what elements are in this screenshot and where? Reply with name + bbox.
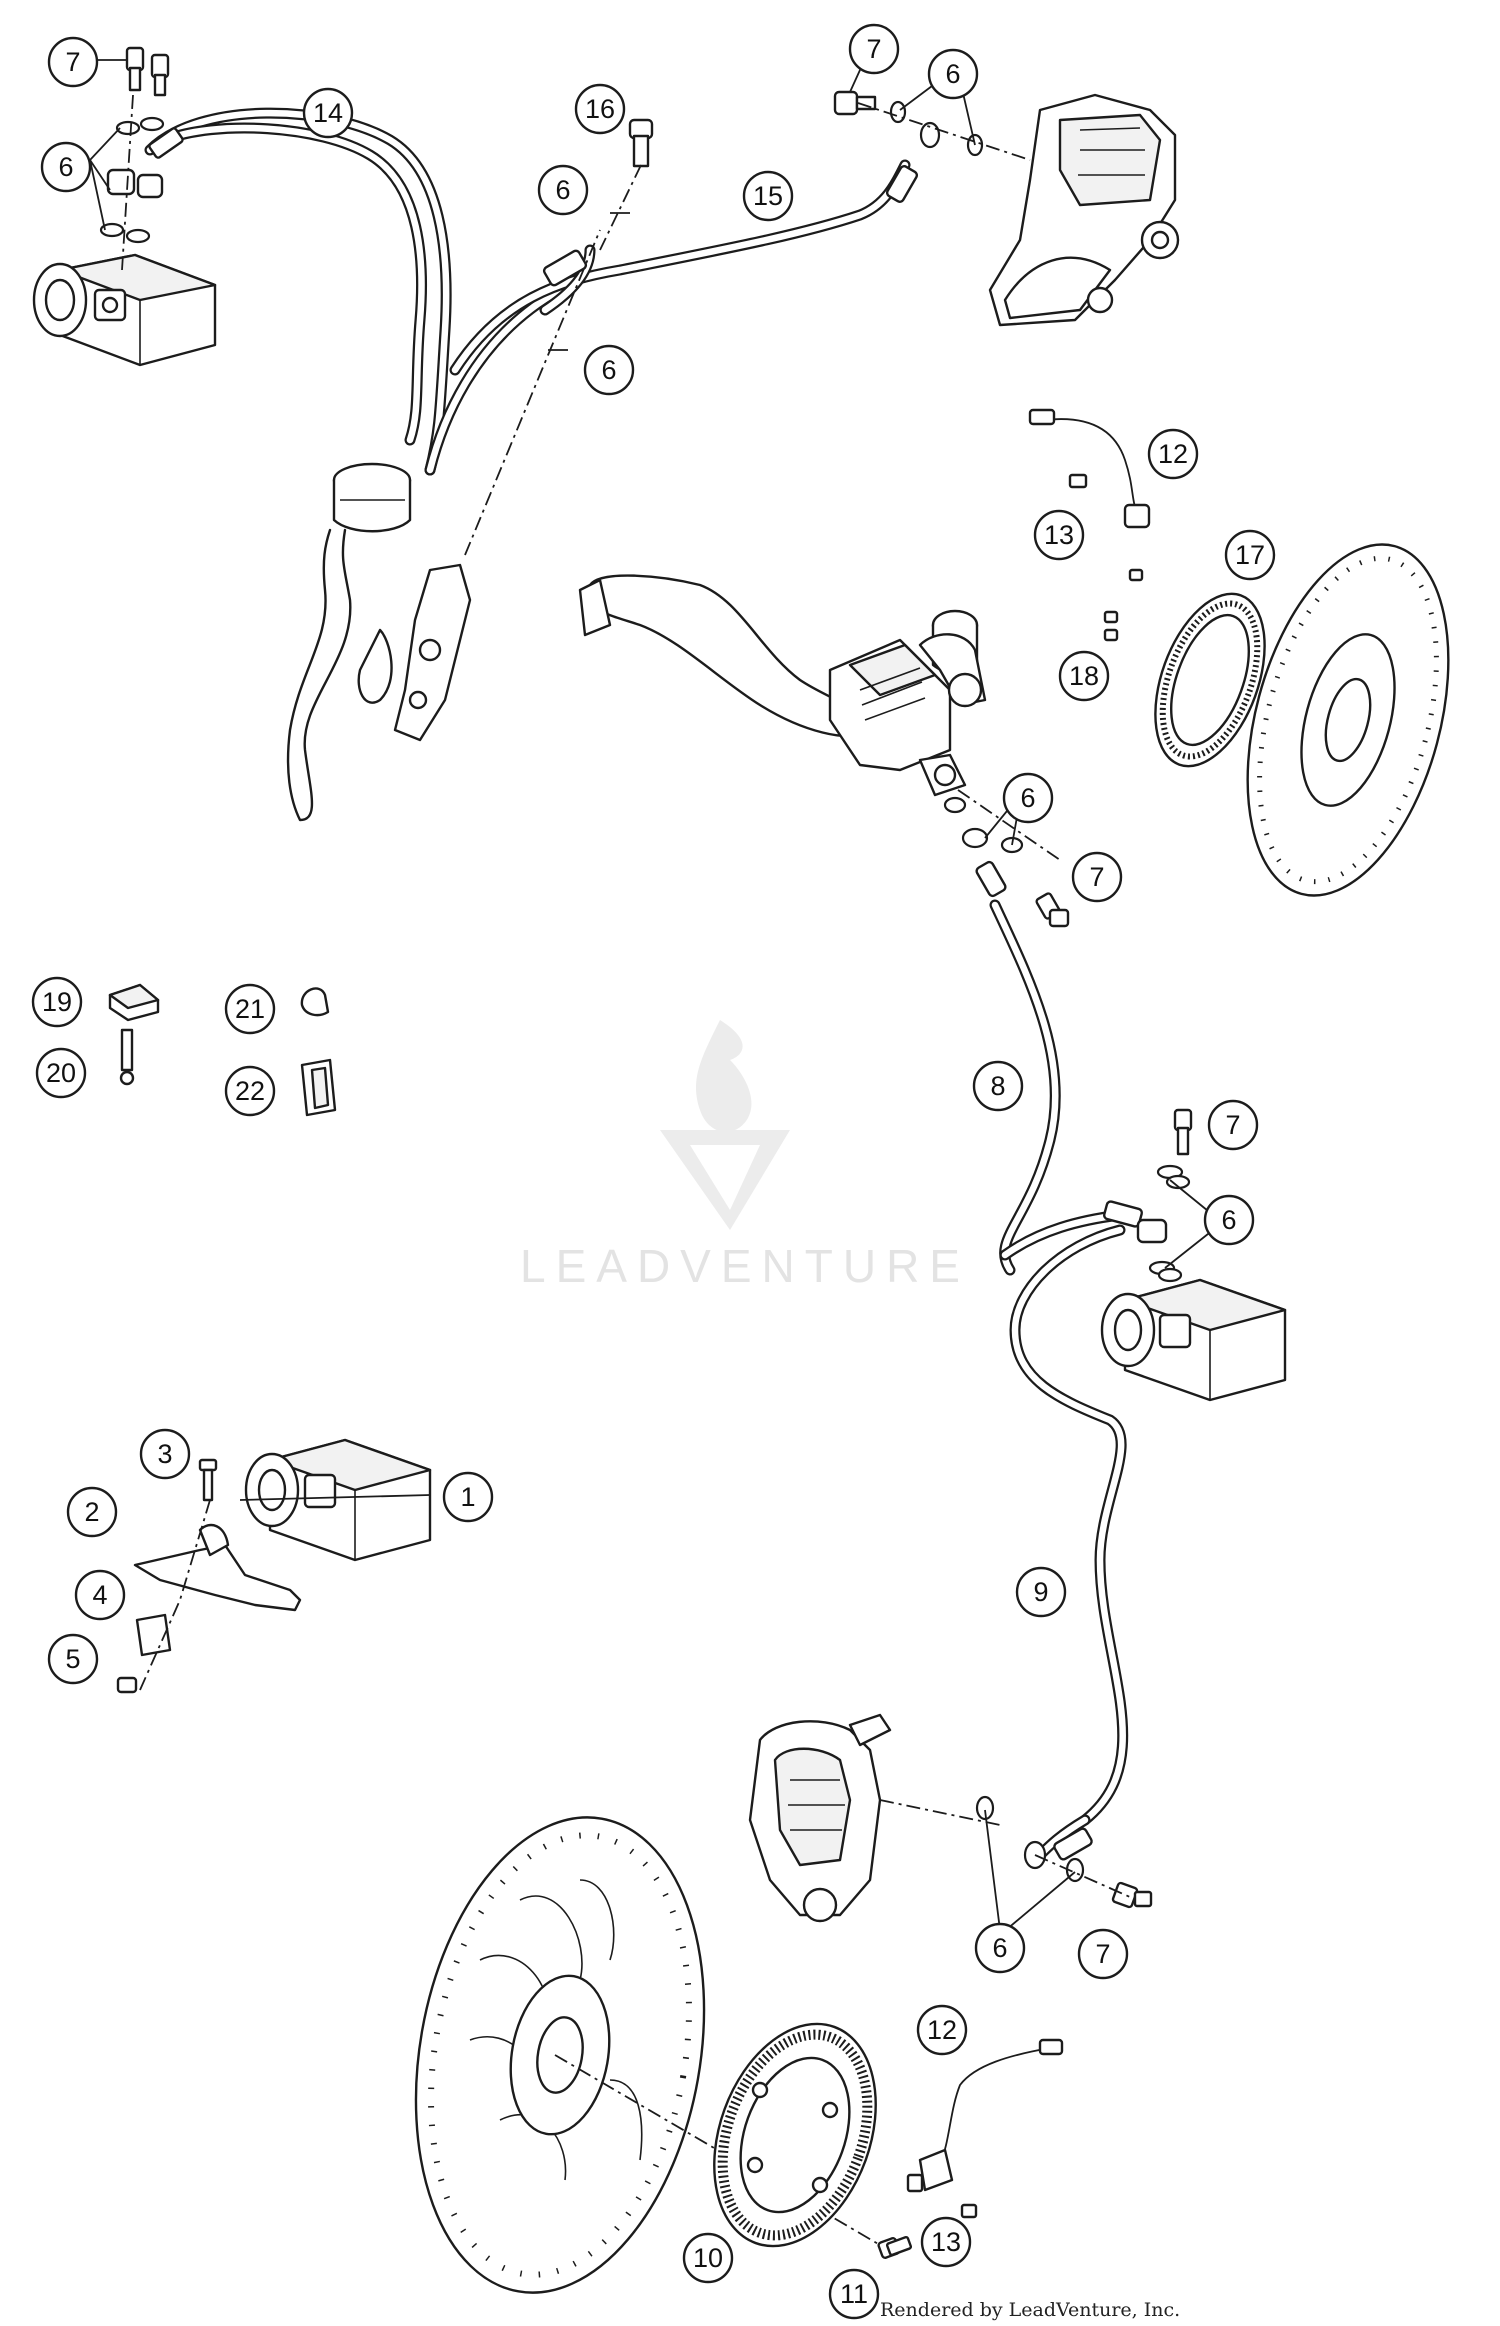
svg-text:16: 16 <box>585 94 615 124</box>
clip-parts <box>108 983 337 1117</box>
svg-text:7: 7 <box>1089 862 1104 892</box>
svg-text:6: 6 <box>1221 1205 1236 1235</box>
abs-unit-bracket-assembly <box>116 1438 432 1694</box>
svg-text:17: 17 <box>1235 540 1265 570</box>
callout-7-c[interactable]: 7 <box>1071 851 1123 903</box>
rear-abs-tone-ring <box>1154 592 1266 768</box>
svg-text:13: 13 <box>1044 520 1074 550</box>
svg-text:6: 6 <box>1020 783 1035 813</box>
callout-9[interactable]: 9 <box>1015 1566 1067 1618</box>
callout-6-e[interactable]: 6 <box>1002 772 1054 824</box>
front-master-cylinder <box>578 574 1061 861</box>
svg-text:18: 18 <box>1069 661 1099 691</box>
svg-text:11: 11 <box>840 2279 868 2309</box>
hose-fittings <box>148 127 1144 1861</box>
callout-3[interactable]: 3 <box>139 1428 191 1480</box>
callout-2[interactable]: 2 <box>66 1486 118 1538</box>
banjo-bolt-16 <box>548 118 654 351</box>
brake-hose-15 <box>449 159 911 376</box>
svg-text:12: 12 <box>927 2015 957 2045</box>
svg-text:7: 7 <box>65 47 80 77</box>
watermark-logo: LEADVENTURE <box>520 1020 970 1292</box>
callout-19[interactable]: 19 <box>31 976 83 1028</box>
front-abs-tone-ring <box>713 2022 877 2248</box>
callout-7-d[interactable]: 7 <box>1207 1099 1259 1151</box>
callout-16[interactable]: 16 <box>574 83 626 135</box>
callout-6-c[interactable]: 6 <box>583 344 635 396</box>
callout-22[interactable]: 22 <box>224 1065 276 1117</box>
abs-unit-right <box>1100 1108 1287 1402</box>
callout-8[interactable]: 8 <box>972 1060 1024 1112</box>
callout-13-b[interactable]: 13 <box>920 2216 972 2268</box>
callout-21[interactable]: 21 <box>224 983 276 1035</box>
callout-18[interactable]: 18 <box>1058 650 1110 702</box>
svg-text:6: 6 <box>945 59 960 89</box>
svg-text:7: 7 <box>1225 1110 1240 1140</box>
svg-text:22: 22 <box>235 1076 265 1106</box>
callout-7-b[interactable]: 7 <box>848 23 900 75</box>
svg-text:8: 8 <box>990 1071 1005 1101</box>
svg-text:6: 6 <box>58 152 73 182</box>
banjo-bolts-top-left <box>99 46 170 271</box>
svg-text:12: 12 <box>1158 439 1188 469</box>
svg-text:5: 5 <box>65 1644 80 1674</box>
rear-brake-disc <box>1246 543 1450 897</box>
svg-text:10: 10 <box>693 2243 723 2273</box>
callout-6-b[interactable]: 6 <box>537 164 589 216</box>
front-caliper <box>748 1713 1001 1923</box>
callout-6-f[interactable]: 6 <box>1203 1194 1255 1246</box>
rear-caliper <box>988 93 1180 327</box>
svg-text:14: 14 <box>313 98 343 128</box>
front-brake-disc <box>414 1816 881 2294</box>
credit-text: Rendered by LeadVenture, Inc. <box>880 2299 1180 2321</box>
svg-text:21: 21 <box>235 994 265 1024</box>
svg-text:6: 6 <box>555 175 570 205</box>
callout-10[interactable]: 10 <box>682 2232 734 2284</box>
abs-unit-top <box>32 253 217 367</box>
callout-7-e[interactable]: 7 <box>1077 1928 1129 1980</box>
svg-text:1: 1 <box>460 1482 475 1512</box>
svg-text:3: 3 <box>157 1439 172 1469</box>
svg-text:13: 13 <box>931 2227 961 2257</box>
svg-text:19: 19 <box>42 987 72 1017</box>
svg-text:9: 9 <box>1033 1577 1048 1607</box>
rear-master-cylinder <box>286 229 601 822</box>
callout-15[interactable]: 15 <box>742 170 794 222</box>
banjo-bolt-rear-caliper <box>833 90 1031 161</box>
banjo-parts-front-caliper <box>975 1795 1153 1909</box>
front-wheel-speed-sensor <box>877 2038 1064 2259</box>
watermark-text: LEADVENTURE <box>520 1240 970 1292</box>
callout-7-a[interactable]: 7 <box>47 36 99 88</box>
callout-6-g[interactable]: 6 <box>974 1922 1026 1974</box>
brake-hose-14 <box>144 107 566 476</box>
svg-text:6: 6 <box>992 1933 1007 1963</box>
callout-6-a[interactable]: 6 <box>40 141 92 193</box>
banjo-parts-front-master <box>943 796 1070 928</box>
callout-14[interactable]: 14 <box>302 87 354 139</box>
callout-6-d[interactable]: 6 <box>927 48 979 100</box>
callout-12-a[interactable]: 12 <box>1147 428 1199 480</box>
callout-5[interactable]: 5 <box>47 1633 99 1685</box>
svg-text:15: 15 <box>753 181 783 211</box>
svg-text:7: 7 <box>1095 1939 1110 1969</box>
callout-1[interactable]: 1 <box>442 1471 494 1523</box>
svg-text:20: 20 <box>46 1058 76 1088</box>
svg-text:6: 6 <box>601 355 616 385</box>
callout-11[interactable]: 11 <box>828 2268 880 2320</box>
callout-20[interactable]: 20 <box>35 1047 87 1099</box>
callout-17[interactable]: 17 <box>1224 529 1276 581</box>
callout-4[interactable]: 4 <box>74 1569 126 1621</box>
svg-text:4: 4 <box>92 1580 107 1610</box>
svg-text:7: 7 <box>866 34 881 64</box>
callout-13-a[interactable]: 13 <box>1033 509 1085 561</box>
callout-12-b[interactable]: 12 <box>916 2004 968 2056</box>
svg-text:2: 2 <box>84 1497 99 1527</box>
rear-wheel-speed-sensor <box>1028 408 1151 642</box>
